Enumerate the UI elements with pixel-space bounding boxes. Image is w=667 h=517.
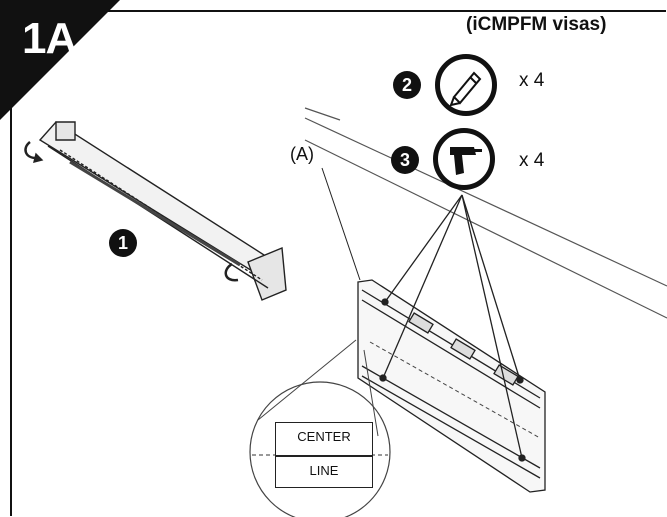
magnifier-leader-b — [363, 349, 379, 437]
callout-step-3: 3 — [391, 146, 419, 174]
drill-icon — [433, 128, 495, 190]
hardware-heading: (iCMPFM visas) — [466, 14, 607, 35]
part-a-label: (A) — [290, 144, 314, 164]
drill-quantity: x 4 — [519, 150, 545, 171]
detail-bottom-label: LINE — [309, 463, 339, 478]
step-corner — [0, 0, 120, 120]
center-line-detail: CENTER LINE — [275, 422, 373, 488]
wall-lines — [304, 107, 667, 319]
callout-step-2: 2 — [393, 71, 421, 99]
detail-divider — [276, 455, 372, 457]
wall-plate — [357, 279, 546, 493]
rail-bracket — [24, 121, 287, 301]
detail-top-label: CENTER — [297, 429, 351, 444]
part-a-leader — [321, 167, 361, 281]
pencil-icon — [435, 54, 497, 116]
center-line-mark — [369, 341, 541, 439]
callout-step-1: 1 — [109, 229, 137, 257]
pencil-quantity: x 4 — [519, 70, 545, 91]
panel-border — [10, 10, 666, 516]
step-label: 1A — [22, 14, 77, 63]
drill-lines — [382, 194, 523, 459]
magnifier-leader-a — [257, 339, 357, 421]
